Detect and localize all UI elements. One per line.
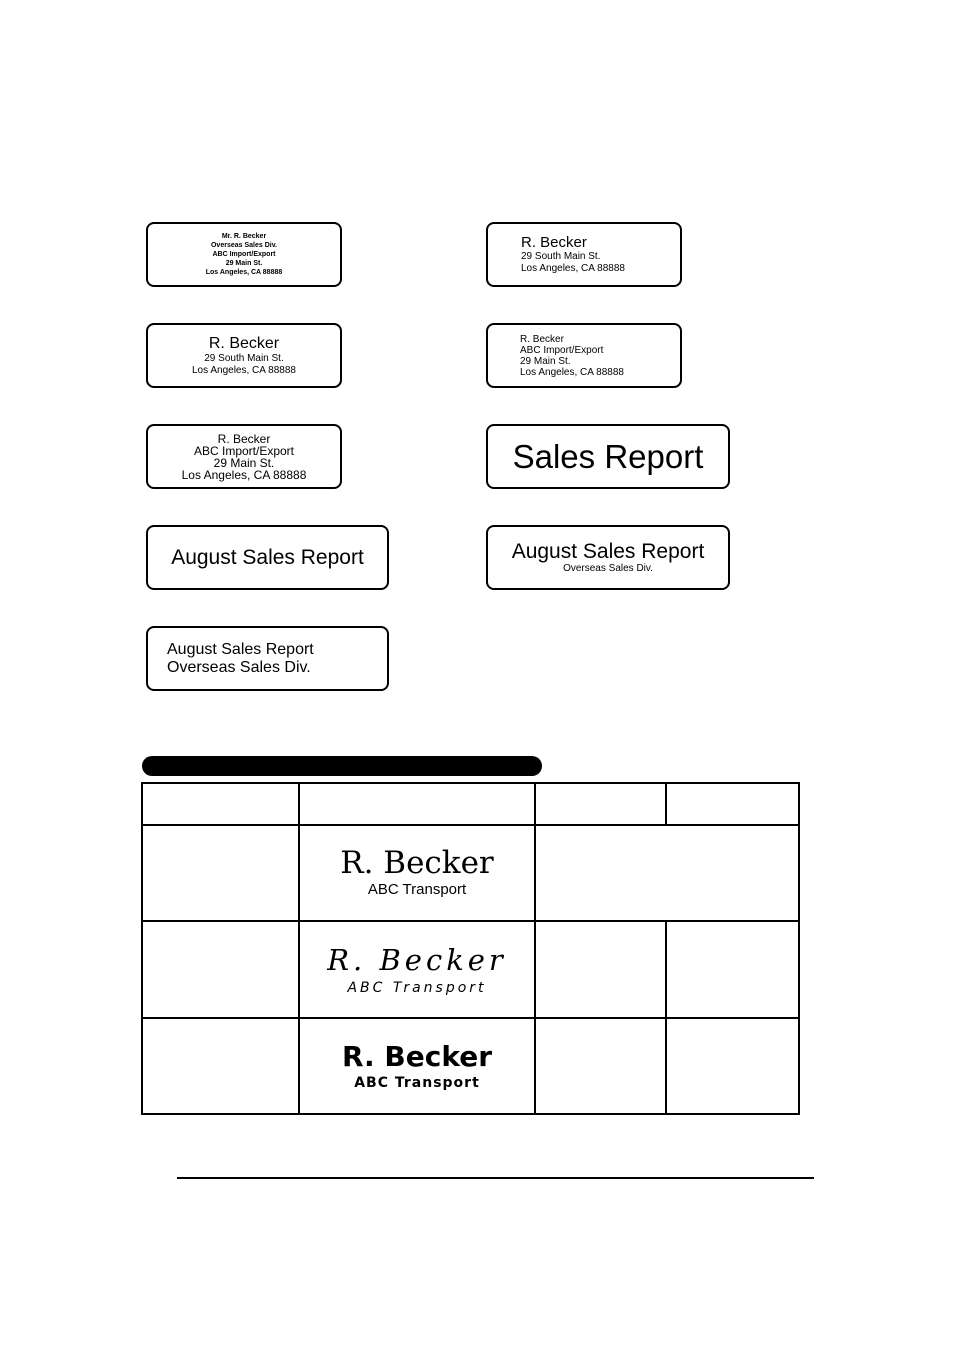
label-line: R. Becker xyxy=(521,234,587,251)
sample-name: R. Becker xyxy=(327,942,507,977)
table-cell xyxy=(534,824,800,923)
label-line: Los Angeles, CA 88888 xyxy=(192,364,296,376)
label-line: Los Angeles, CA 88888 xyxy=(181,467,307,482)
font-sample-cell: R. Becker ABC Transport xyxy=(298,920,536,1019)
label-line: ABC Import/Export xyxy=(193,443,295,458)
table-cell xyxy=(534,1016,667,1116)
label-line: 29 South Main St. xyxy=(521,251,601,262)
label-sample-august-single: August Sales Report xyxy=(146,525,389,590)
sample-name: R. Becker xyxy=(340,845,494,882)
label-line: 29 Main St. xyxy=(520,355,571,367)
section-heading-bar xyxy=(142,756,542,776)
label-line: Overseas Sales Div. xyxy=(167,658,311,676)
table-row: R. Becker ABC Transport xyxy=(141,920,800,1019)
table-cell xyxy=(141,1016,300,1116)
table-cell xyxy=(665,920,800,1019)
table-header-cell xyxy=(141,781,300,827)
label-line: Sales Report xyxy=(512,437,704,475)
label-line: R. Becker xyxy=(208,334,280,352)
table-header-cell xyxy=(665,781,800,827)
label-sample-address-small: Mr. R. Becker Overseas Sales Div. ABC Im… xyxy=(146,222,342,287)
label-line: R. Becker xyxy=(217,431,271,446)
label-line: ABC Import/Export xyxy=(520,344,604,356)
font-sample-table: R. Becker ABC Transport R. Becker ABC Tr… xyxy=(141,781,800,1116)
label-sample-august-two-line: August Sales Report Overseas Sales Div. xyxy=(486,525,730,590)
label-line: R. Becker xyxy=(520,333,564,345)
table-row: R. Becker ABC Transport xyxy=(141,1016,800,1116)
table-header-cell xyxy=(534,781,667,827)
label-line: 29 Main St. xyxy=(225,260,263,267)
sample-name: R. Becker xyxy=(341,1039,493,1073)
footer-rule xyxy=(177,1177,814,1179)
label-sample-address-centered-four: R. Becker ABC Import/Export 29 Main St. … xyxy=(146,424,342,489)
label-sample-address-left-four: R. Becker ABC Import/Export 29 Main St. … xyxy=(486,323,682,388)
sample-company: ABC Transport xyxy=(367,881,467,899)
label-line: 29 Main St. xyxy=(213,455,275,470)
sample-company: ABC Transport xyxy=(347,979,487,996)
table-row: R. Becker ABC Transport xyxy=(141,824,800,923)
label-sample-sales-report: Sales Report xyxy=(486,424,730,489)
font-sample-cell: R. Becker ABC Transport xyxy=(298,824,536,923)
sample-company: ABC Transport xyxy=(354,1074,480,1091)
label-line: Overseas Sales Div. xyxy=(210,242,278,249)
label-line: Overseas Sales Div. xyxy=(563,563,653,574)
label-line: August Sales Report xyxy=(171,545,364,569)
label-line: 29 South Main St. xyxy=(204,352,284,364)
label-sample-address-centered: R. Becker 29 South Main St. Los Angeles,… xyxy=(146,323,342,388)
label-line: August Sales Report xyxy=(511,540,705,563)
table-cell xyxy=(534,920,667,1019)
label-line: Los Angeles, CA 88888 xyxy=(205,269,283,276)
label-line: Los Angeles, CA 88888 xyxy=(520,366,624,378)
label-line: Los Angeles, CA 88888 xyxy=(521,263,625,274)
label-line: Mr. R. Becker xyxy=(221,233,267,240)
label-sample-address-left: R. Becker 29 South Main St. Los Angeles,… xyxy=(486,222,682,287)
table-cell xyxy=(665,1016,800,1116)
label-line: ABC Import/Export xyxy=(212,251,276,258)
font-sample-cell: R. Becker ABC Transport xyxy=(298,1016,536,1116)
table-cell xyxy=(141,824,300,923)
table-header-row xyxy=(141,781,800,827)
label-line: August Sales Report xyxy=(167,640,314,658)
table-header-cell xyxy=(298,781,536,827)
table-cell xyxy=(141,920,300,1019)
label-sample-august-left: August Sales Report Overseas Sales Div. xyxy=(146,626,389,691)
